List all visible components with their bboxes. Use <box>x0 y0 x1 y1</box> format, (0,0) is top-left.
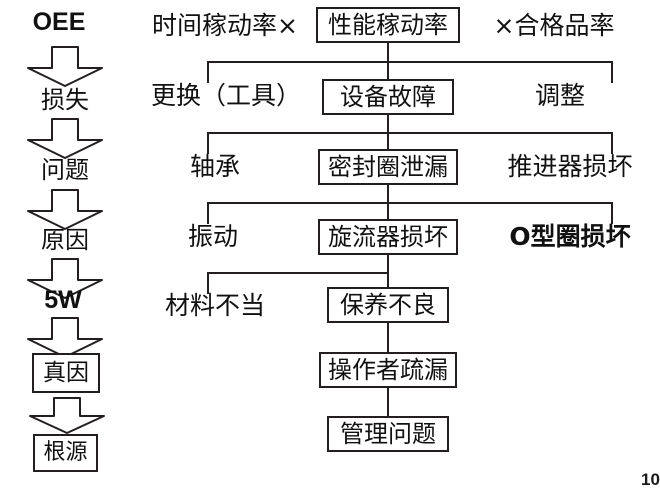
level3-left-label: 振动 <box>187 221 238 251</box>
connector-v-l2-center <box>387 132 389 150</box>
level0-right-label: ×合格品率 <box>493 10 615 40</box>
connector-v-l5-down <box>387 388 389 416</box>
level2-right-label: 推进器损坏 <box>507 151 633 181</box>
connector-v-l1-right <box>611 61 613 83</box>
connector-v-l2-right <box>611 132 613 154</box>
level0-left-label: 时间稼动率× <box>152 10 298 40</box>
level0-center-box: 性能稼动率 <box>316 7 460 43</box>
level6-center-box: 管理问题 <box>327 416 449 452</box>
page-number: 10 <box>641 470 660 489</box>
connector-v-l4-down <box>387 323 389 352</box>
connector-v-l3-left <box>207 202 209 224</box>
level2-center-box: 密封圈泄漏 <box>318 149 458 185</box>
down-block-arrow-icon-5 <box>27 317 103 358</box>
down-block-arrow-icon-4 <box>27 258 103 299</box>
connector-v-l3-down <box>387 255 389 273</box>
level4-left-label: 材料不当 <box>164 290 265 320</box>
level1-center-box: 设备故障 <box>322 79 454 115</box>
rail-step-oee: OEE <box>32 8 86 36</box>
connector-v-l3-center <box>387 202 389 220</box>
connector-h-l2 <box>207 132 613 134</box>
connector-v-l4-center <box>387 272 389 290</box>
connector-v-l2-left <box>207 132 209 154</box>
connector-v-l1-center <box>387 61 389 80</box>
rail-step-root-source: 根源 <box>33 434 98 472</box>
rail-step-loss: 损失 <box>41 86 89 114</box>
down-block-arrow-icon-1 <box>27 46 103 87</box>
level3-right-label: O型圈损坏 <box>509 221 631 251</box>
connector-v-l1-left <box>207 61 209 83</box>
level1-left-label: 更换（工具） <box>150 80 301 110</box>
connector-v-l4-left <box>207 272 209 294</box>
connector-v-l0-down <box>387 43 389 62</box>
connector-h-l3 <box>207 202 613 204</box>
rail-step-true-cause: 真因 <box>32 353 100 393</box>
level5-center-box: 操作者疏漏 <box>319 352 457 388</box>
rail-step-problem: 问题 <box>41 156 89 184</box>
down-block-arrow-icon-6 <box>29 397 105 434</box>
rail-step-5w: 5W <box>44 286 82 314</box>
down-block-arrow-icon-3 <box>27 189 103 230</box>
down-block-arrow-icon-2 <box>27 118 103 159</box>
connector-v-l3-right <box>611 202 613 224</box>
level2-left-label: 轴承 <box>189 151 240 181</box>
connector-v-l1-down <box>387 115 389 133</box>
level3-center-box: 旋流器损坏 <box>318 219 458 255</box>
connector-v-l2-down <box>387 185 389 203</box>
level1-right-label: 调整 <box>534 80 585 110</box>
connector-h-l1 <box>207 61 613 63</box>
level4-center-box: 保养不良 <box>327 287 449 323</box>
connector-h-l4 <box>207 272 389 274</box>
rail-step-cause: 原因 <box>41 226 89 254</box>
